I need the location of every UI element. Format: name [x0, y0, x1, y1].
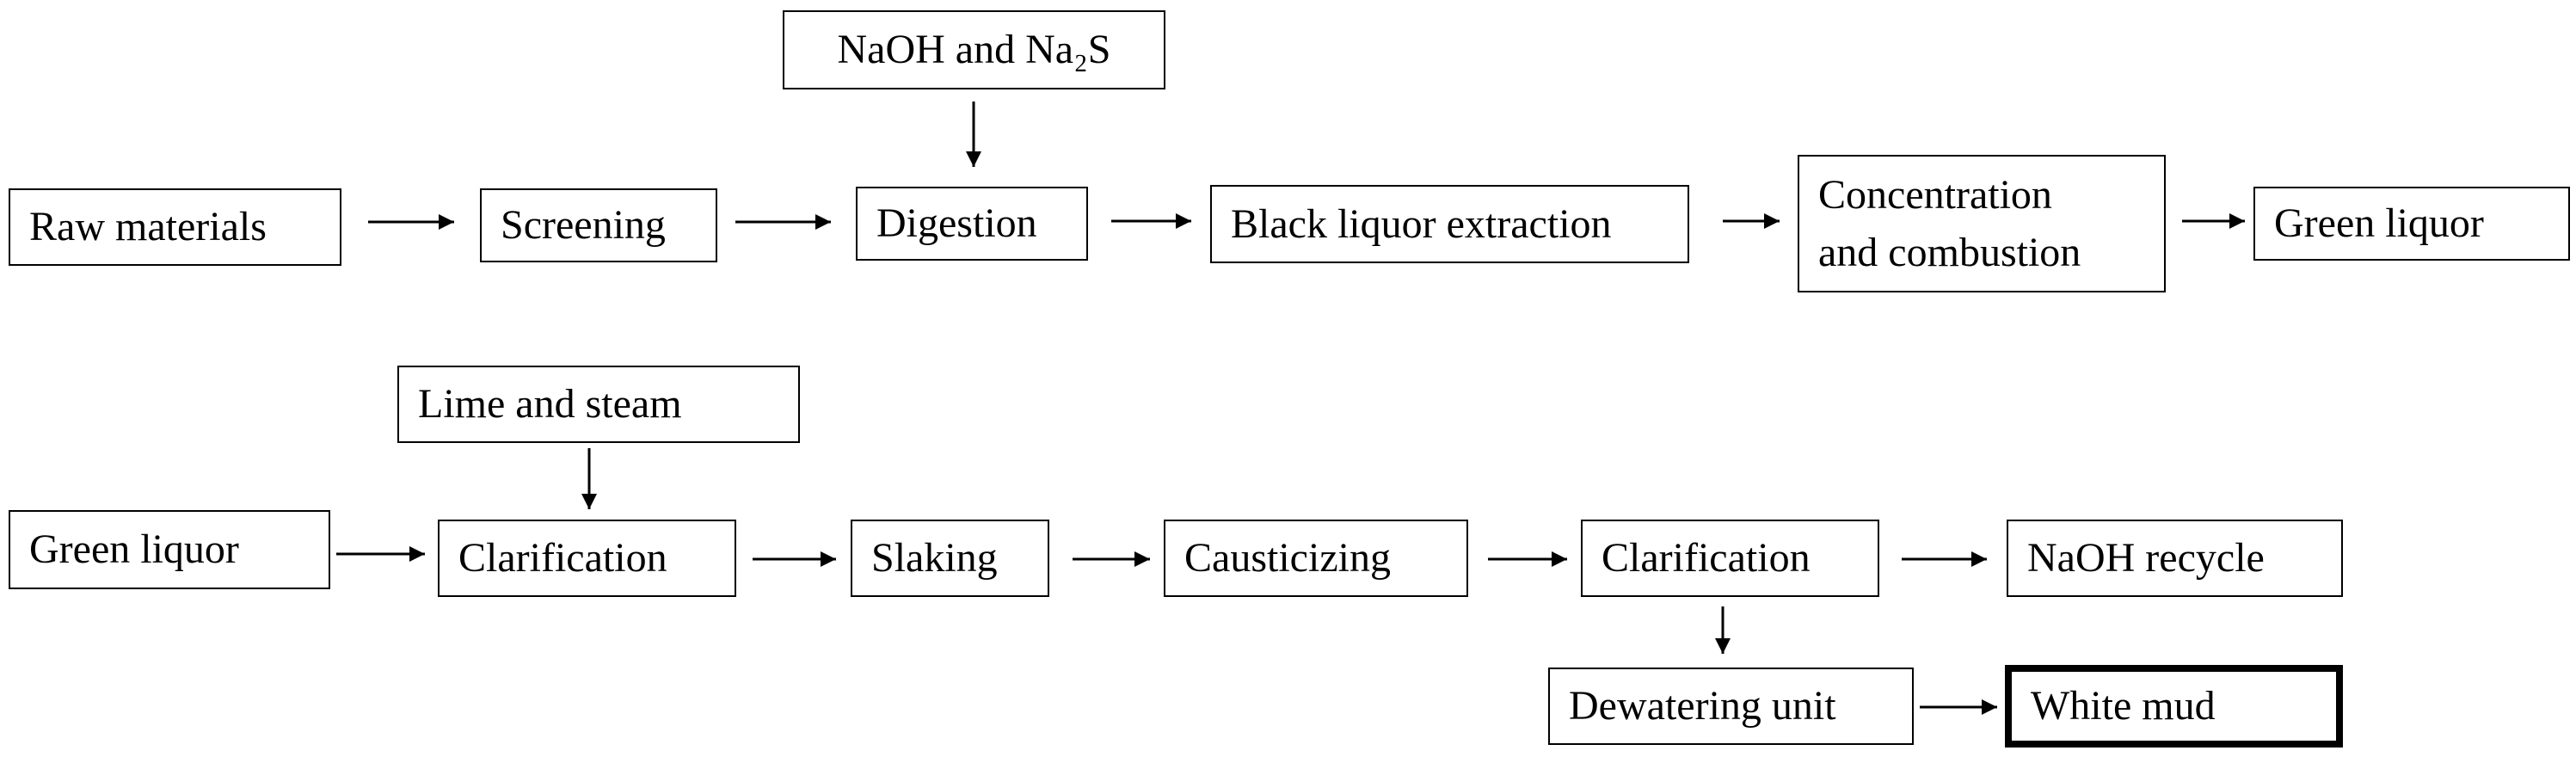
box-black-liquor-extraction: Black liquor extraction [1210, 185, 1689, 263]
box-green-liquor-row2: Green liquor [9, 510, 330, 589]
box-naoh-recycle: NaOH recycle [2007, 520, 2343, 597]
box-lime-steam: Lime and steam [397, 366, 800, 443]
label-green-liquor-row1: Green liquor [2274, 200, 2484, 247]
box-digestion: Digestion [856, 187, 1088, 261]
label-black-liquor-extraction: Black liquor extraction [1231, 200, 1612, 247]
box-screening: Screening [480, 188, 717, 262]
box-raw-materials: Raw materials [9, 188, 341, 266]
box-clarification-1: Clarification [438, 520, 736, 597]
label-slaking: Slaking [871, 535, 998, 581]
label-naoh-na2s: NaOH and Na₂S [837, 27, 1111, 73]
box-causticizing: Causticizing [1164, 520, 1468, 597]
label-green-liquor-row2: Green liquor [29, 526, 239, 573]
label-clarification-2: Clarification [1602, 535, 1811, 581]
label-white-mud: White mud [2031, 683, 2216, 729]
box-green-liquor-row1: Green liquor [2253, 187, 2570, 261]
label-clarification-1: Clarification [458, 535, 667, 581]
label-raw-materials: Raw materials [29, 204, 267, 250]
box-concentration-combustion: Concentration and combustion [1798, 155, 2166, 292]
label-lime-steam: Lime and steam [418, 381, 682, 428]
label-naoh-recycle: NaOH recycle [2027, 535, 2265, 581]
box-slaking: Slaking [851, 520, 1049, 597]
box-dewatering-unit: Dewatering unit [1548, 668, 1914, 745]
box-clarification-2: Clarification [1581, 520, 1879, 597]
box-naoh-na2s: NaOH and Na₂S [783, 10, 1165, 89]
label-dewatering-unit: Dewatering unit [1569, 683, 1836, 729]
box-white-mud: White mud [2005, 665, 2343, 748]
label-digestion: Digestion [876, 200, 1037, 247]
label-causticizing: Causticizing [1184, 535, 1391, 581]
label-screening: Screening [501, 202, 666, 249]
label-concentration-combustion: Concentration and combustion [1818, 171, 2081, 275]
